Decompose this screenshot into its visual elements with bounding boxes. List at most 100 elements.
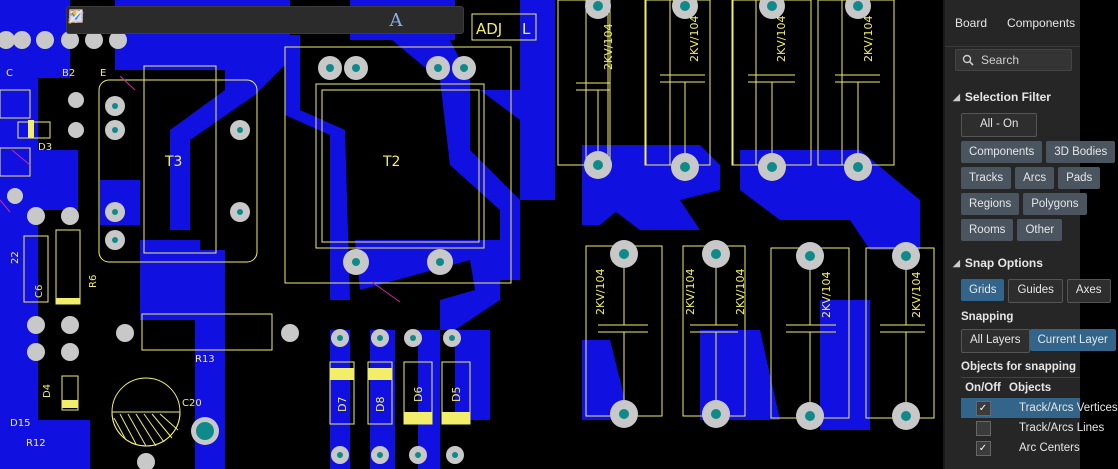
designator-d3: D3: [38, 142, 52, 153]
string-icon[interactable]: A: [389, 9, 403, 31]
silkscreen-layer: [0, 0, 935, 447]
designator-t3: T3: [164, 154, 182, 170]
col-objects: Objects: [1009, 382, 1052, 394]
cap-value-2: 2KV/104: [688, 16, 701, 62]
designator-b2: B2: [62, 68, 75, 79]
snap-options-title: Snap Options: [964, 256, 1043, 270]
properties-panel: Board Components Search ◢ Selection Filt…: [943, 0, 1118, 469]
cap-value-9: 2KV/104: [910, 272, 923, 318]
table-row[interactable]: ✓ Track/Arcs Vertices: [961, 398, 1118, 418]
cap-value-1: 2KV/104: [602, 24, 615, 70]
designator-22: 22: [10, 251, 21, 264]
snap-buttons-row: Grids Guides Axes: [945, 279, 1111, 303]
all-on-button[interactable]: All - On: [961, 113, 1038, 137]
cap-value-5: 2KV/104: [594, 269, 607, 315]
designator-adj: ADJ: [476, 20, 502, 38]
axes-button[interactable]: Axes: [1066, 279, 1111, 303]
silkscreen-fills: [28, 120, 470, 447]
designator-e: E: [100, 68, 106, 79]
chart-icon[interactable]: [70, 8, 201, 32]
pcb-canvas[interactable]: T3 T2 R13 C20 D3 D15 R12 C B2 E ADJ L D7…: [0, 0, 943, 469]
active-bar-toolbar: A: [66, 6, 464, 34]
filter-regions[interactable]: Regions: [961, 193, 1020, 215]
table-header: On/Off Objects: [961, 378, 1080, 398]
all-on-row: All - On: [945, 113, 1080, 137]
filter-row-1: Components 3D Bodies: [945, 141, 1116, 163]
snapping-label: Snapping: [961, 311, 1014, 323]
search-icon: [962, 54, 974, 66]
all-layers-button[interactable]: All Layers: [961, 329, 1030, 353]
snapping-mode-row: All Layers Current Layer: [945, 329, 1116, 353]
designator-d4: D4: [42, 384, 53, 398]
guides-button[interactable]: Guides: [1008, 279, 1063, 303]
cap-value-4: 2KV/104: [862, 16, 875, 62]
row-label: Track/Arcs Vertices: [1019, 402, 1118, 414]
cap-value-3: 2KV/104: [775, 16, 788, 62]
row-label: Track/Arcs Lines: [1019, 422, 1105, 434]
line-icon[interactable]: [69, 8, 435, 32]
cap-value-8: 2KV/104: [820, 272, 833, 318]
panel-tabs: Board Components: [945, 0, 1080, 47]
interactive-route-icon[interactable]: [68, 8, 253, 32]
pads: [0, 0, 920, 469]
polygon-icon[interactable]: [70, 8, 331, 32]
filter-3d-bodies[interactable]: 3D Bodies: [1046, 141, 1116, 163]
collapse-triangle-icon: ◢: [953, 91, 960, 102]
filter-pads[interactable]: Pads: [1058, 167, 1101, 189]
filter-tracks[interactable]: Tracks: [961, 167, 1012, 189]
select-rect-icon[interactable]: [69, 8, 175, 32]
designator-c: C: [6, 68, 13, 79]
net-icon[interactable]: [69, 8, 383, 32]
filter-components[interactable]: Components: [961, 141, 1043, 163]
c20-hatch: [113, 413, 179, 447]
designator-d7: D7: [336, 397, 349, 412]
designator-c6: C6: [34, 285, 45, 298]
pcb-board-graphic: T3 T2 R13 C20 D3 D15 R12 C B2 E ADJ L D7…: [0, 0, 935, 469]
filter-polygons[interactable]: Polygons: [1023, 193, 1087, 215]
designator-r13: R13: [195, 354, 215, 365]
route-icon[interactable]: [71, 8, 123, 32]
tab-components[interactable]: Components: [1007, 16, 1076, 30]
designator-d5: D5: [450, 387, 463, 402]
designator-r6: R6: [88, 275, 99, 288]
search-input[interactable]: Search: [955, 49, 1072, 71]
selection-filter-header[interactable]: ◢ Selection Filter: [945, 85, 1080, 109]
filter-row-3: Regions Polygons: [945, 193, 1087, 215]
keepout-icon[interactable]: [69, 8, 357, 32]
objects-for-snapping-label: Objects for snapping: [961, 361, 1077, 373]
grids-button[interactable]: Grids: [961, 279, 1005, 301]
filter-arcs[interactable]: Arcs: [1015, 167, 1055, 189]
designator-t2: T2: [382, 154, 400, 170]
filter-rooms[interactable]: Rooms: [961, 219, 1014, 241]
filter-other[interactable]: Other: [1017, 219, 1063, 241]
crosshair-icon[interactable]: [70, 8, 149, 32]
component-icon[interactable]: [69, 8, 227, 32]
checkbox-checked[interactable]: ✓: [975, 440, 991, 456]
cap-value-6: 2KV/104: [684, 269, 697, 315]
current-layer-button[interactable]: Current Layer: [1029, 329, 1116, 351]
table-row[interactable]: ✓ Arc Centers: [961, 438, 1080, 458]
diff-pair-icon[interactable]: [68, 8, 279, 32]
pin-icon[interactable]: [72, 8, 305, 32]
checkbox-checked[interactable]: ✓: [975, 400, 991, 416]
selection-filter-title: Selection Filter: [964, 90, 1051, 104]
magenta-ratsnest: [0, 75, 401, 303]
snapping-objects-table: On/Off Objects ✓ Track/Arcs Vertices Tra…: [961, 377, 1118, 458]
snap-options-header[interactable]: ◢ Snap Options: [945, 251, 1080, 275]
designator-r12: R12: [26, 438, 46, 449]
designator-c20: C20: [182, 398, 202, 409]
tab-board[interactable]: Board: [955, 16, 988, 30]
designator-l: L: [522, 20, 531, 38]
row-label: Arc Centers: [1019, 442, 1080, 454]
search-placeholder: Search: [981, 53, 1020, 67]
col-onoff: On/Off: [965, 382, 1001, 394]
designator-d6: D6: [412, 387, 425, 402]
designator-d15: D15: [10, 418, 30, 429]
table-row[interactable]: Track/Arcs Lines: [961, 418, 1104, 438]
checkbox-unchecked[interactable]: [975, 420, 991, 436]
filter-row-4: Rooms Other: [945, 219, 1080, 241]
designator-d8: D8: [374, 397, 387, 412]
collapse-triangle-icon: ◢: [953, 257, 960, 268]
filter-row-2: Tracks Arcs Pads: [945, 167, 1101, 189]
